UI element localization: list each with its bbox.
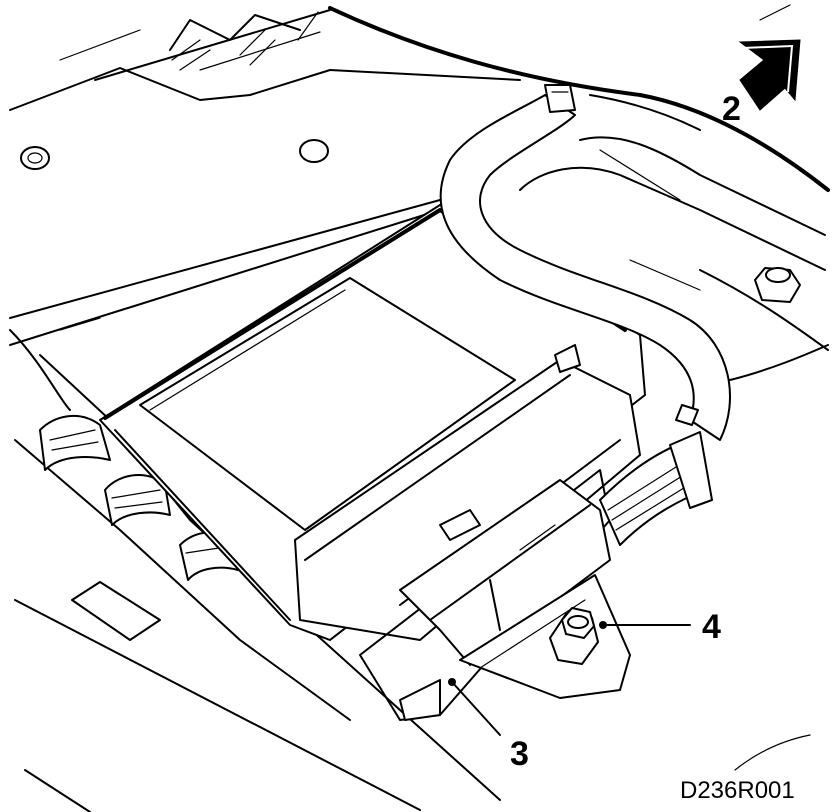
wiring-harness — [439, 84, 731, 546]
mounting-bracket — [459, 574, 631, 699]
floor-hole-left — [20, 146, 50, 170]
floor-tab — [71, 581, 161, 641]
leader-line-3 — [451, 681, 501, 736]
floor-hole-right — [299, 139, 329, 163]
control-module — [139, 277, 641, 721]
callout-label-3: 3 — [510, 735, 529, 773]
callout-label-4: 4 — [702, 608, 721, 646]
mounting-nut — [549, 607, 599, 665]
arrow-up-right-icon — [738, 39, 801, 111]
right-structure — [519, 4, 829, 381]
module-connector — [399, 479, 611, 666]
cable-tie — [669, 431, 713, 509]
trim-edge-upper — [169, 6, 830, 192]
bolt — [754, 267, 801, 303]
leader-dot-4 — [599, 621, 607, 629]
reference-code: D236R001 — [680, 777, 795, 804]
leader-dot-3 — [448, 678, 456, 686]
seam-left — [9, 329, 239, 581]
callout-label-2: 2 — [722, 90, 741, 128]
